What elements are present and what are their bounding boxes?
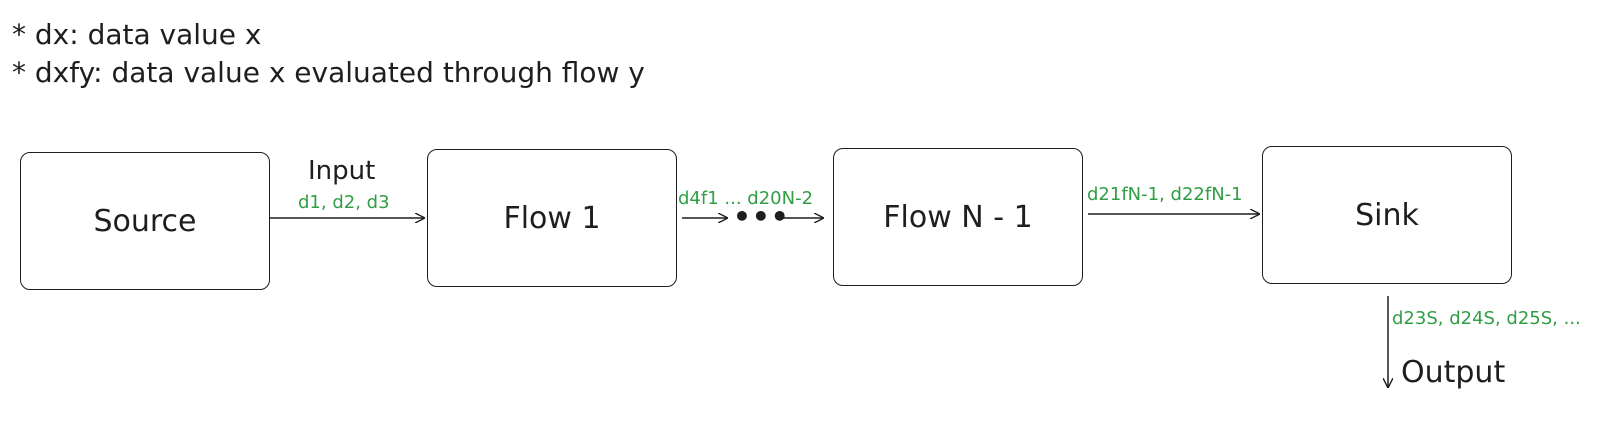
edge-label-sink-out: d23S, d24S, d25S, ...	[1392, 308, 1581, 329]
edge-label-flow1-out: d4f1 ... d20N-2	[678, 188, 814, 209]
sink-node[interactable]: Sink	[1262, 146, 1512, 284]
flow-n-minus-1-node[interactable]: Flow N - 1	[833, 148, 1083, 286]
source-node-label: Source	[93, 203, 197, 239]
output-label: Output	[1401, 355, 1506, 390]
sink-node-label: Sink	[1355, 197, 1419, 233]
legend-dxfy: * dxfy: data value x evaluated through f…	[12, 56, 645, 89]
source-node[interactable]: Source	[20, 152, 270, 290]
ellipsis-dots: •••	[733, 200, 790, 233]
edge-label-source-flow1: d1, d2, d3	[298, 192, 390, 213]
flow1-node-label: Flow 1	[503, 200, 601, 236]
input-label: Input	[308, 156, 376, 186]
edge-label-flown-sink: d21fN-1, d22fN-1	[1087, 184, 1243, 205]
flow1-node[interactable]: Flow 1	[427, 149, 677, 287]
flow-n-minus-1-node-label: Flow N - 1	[883, 199, 1033, 235]
legend-dx: * dx: data value x	[12, 18, 262, 51]
